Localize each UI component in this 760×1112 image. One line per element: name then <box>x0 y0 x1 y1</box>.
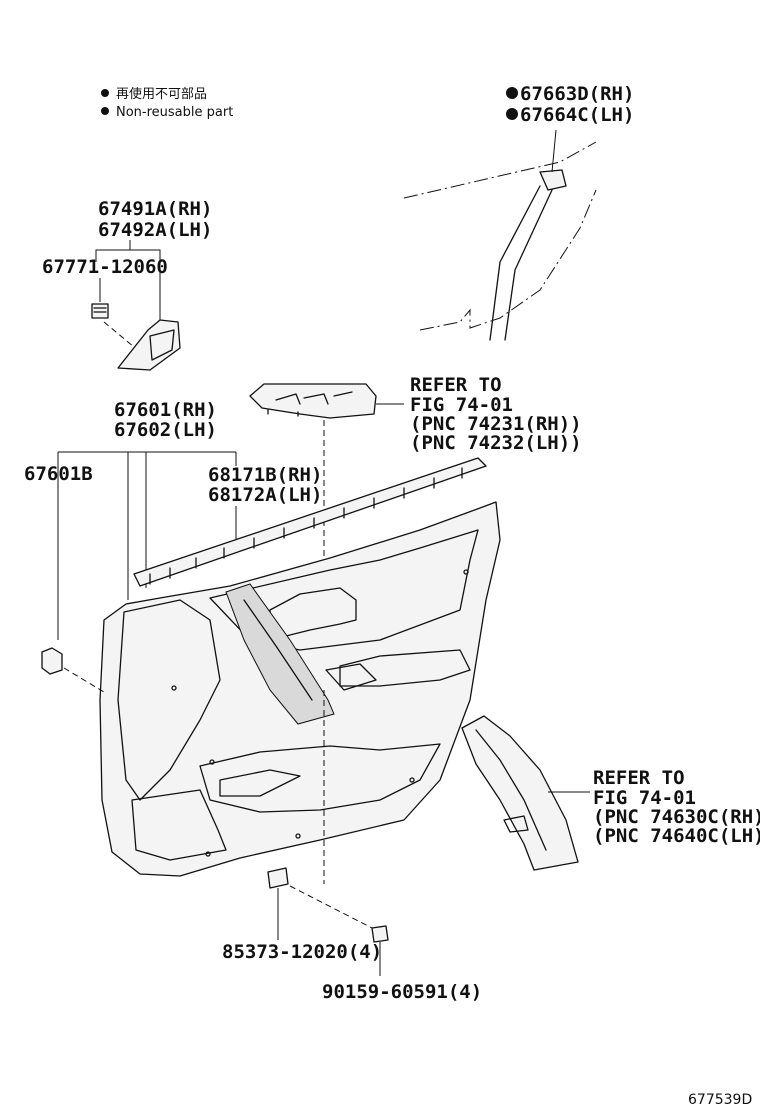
door-trim-board <box>99 501 501 877</box>
part-number-85373-12020[interactable]: 85373-12020(4) <box>222 941 382 963</box>
refer-fig-label-1[interactable]: FIG 74-01 <box>410 394 513 416</box>
part-number-68172a[interactable]: 68172A(LH) <box>208 484 322 506</box>
part-number-67602[interactable]: 67602(LH) <box>114 419 217 441</box>
part-number-67663d[interactable]: 67663D(RH) <box>520 83 634 105</box>
pnc-74630c-label: (PNC 74630C(RH)) <box>593 806 760 828</box>
part-number-67771-12060[interactable]: 67771-12060 <box>42 256 168 278</box>
switch-base-icon <box>249 383 377 419</box>
corner-cover-group: 67491A(RH) 67492A(LH) 67771-12060 <box>42 198 212 371</box>
board-clip-icon <box>41 647 63 675</box>
part-number-68171b[interactable]: 68171B(RH) <box>208 464 322 486</box>
board-labels: 67601(RH) 67602(LH) 67601B 68171B(RH) 68… <box>24 399 322 640</box>
glass-run-clip-icon <box>539 169 567 191</box>
part-number-67491a[interactable]: 67491A(RH) <box>98 198 212 220</box>
refer-fig-label-2[interactable]: FIG 74-01 <box>593 787 696 809</box>
legend-text-jp: 再使用不可部品 <box>116 86 207 102</box>
bottom-fasteners: 85373-12020(4) 90159-60591(4) <box>222 690 482 1003</box>
non-reusable-bullet-icon <box>506 87 518 99</box>
corner-screw-icon <box>91 303 109 319</box>
pnc-74232-label: (PNC 74232(LH)) <box>410 432 582 454</box>
armrest-cover-group: REFER TO FIG 74-01 (PNC 74630C(RH)) (PNC… <box>461 715 760 871</box>
pnc-74640c-label: (PNC 74640C(LH)) <box>593 825 760 847</box>
door-frame-sketch <box>403 129 597 341</box>
board-clip <box>41 647 105 693</box>
refer-to-label-2: REFER TO <box>593 767 685 789</box>
clip-85373-icon <box>267 867 289 889</box>
corner-cover-icon <box>117 319 181 371</box>
armrest-switch-panel-icon <box>225 583 335 725</box>
glass-run-label[interactable]: 67663D(RH) 67664C(LH) <box>506 83 634 126</box>
switch-base-group: REFER TO FIG 74-01 (PNC 74231(RH)) (PNC … <box>249 374 582 672</box>
part-number-90159-60591[interactable]: 90159-60591(4) <box>322 981 482 1003</box>
weatherstrip-icon <box>133 457 487 587</box>
refer-to-label-1: REFER TO <box>410 374 502 396</box>
non-reusable-bullet-icon <box>101 107 109 115</box>
part-number-67664c[interactable]: 67664C(LH) <box>520 104 634 126</box>
legend: 再使用不可部品 Non-reusable part <box>101 86 233 120</box>
screw-90159-icon <box>371 925 389 943</box>
part-number-67601[interactable]: 67601(RH) <box>114 399 217 421</box>
part-number-67492a[interactable]: 67492A(LH) <box>98 219 212 241</box>
pnc-74231-label: (PNC 74231(RH)) <box>410 413 582 435</box>
weatherstrip <box>133 457 487 587</box>
figure-id: 677539D <box>688 1092 752 1108</box>
non-reusable-bullet-icon <box>101 89 109 97</box>
non-reusable-bullet-icon <box>506 108 518 120</box>
legend-text-en: Non-reusable part <box>116 105 233 120</box>
